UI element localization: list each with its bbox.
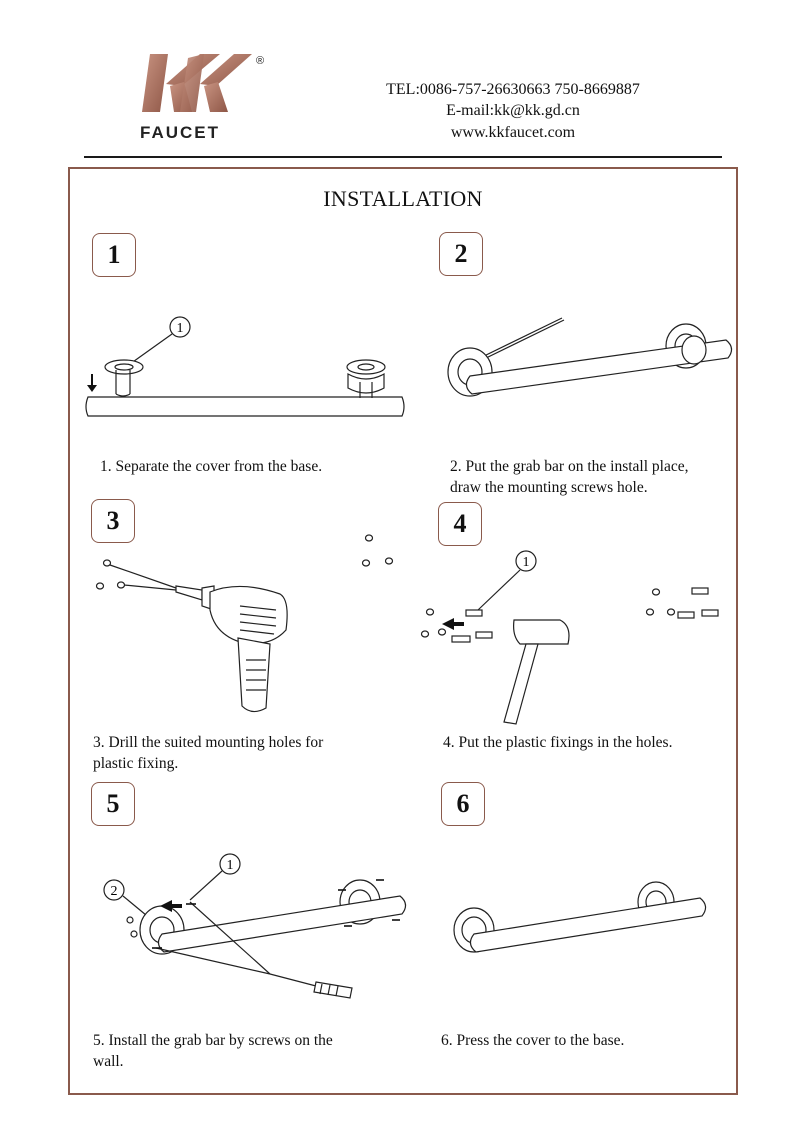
step-caption-5: 5. Install the grab bar by screws on the…	[93, 1032, 333, 1070]
step-caption-6: 6. Press the cover to the base.	[441, 1032, 625, 1049]
step-badge-6: 6	[441, 782, 485, 826]
step-badge-1: 1	[92, 233, 136, 277]
callout-1: 1	[177, 321, 184, 336]
callout-1: 1	[227, 858, 234, 873]
step-caption-4: 4. Put the plastic fixings in the holes.	[443, 734, 673, 751]
kk-faucet-logo: ® FAUCET	[140, 54, 264, 142]
illustration-hammer-fixings: 1	[420, 550, 719, 725]
contact-email: E-mail:kk@kk.gd.cn	[446, 102, 580, 119]
illustration-mark-holes	[447, 317, 733, 397]
illustration-press-cover	[453, 881, 707, 953]
logo-word: FAUCET	[140, 123, 220, 142]
contact-web: www.kkfaucet.com	[450, 124, 576, 141]
page-title: INSTALLATION	[323, 186, 483, 211]
callout-1: 1	[523, 555, 530, 570]
registered-mark: ®	[256, 55, 264, 67]
step-badge-2: 2	[439, 232, 483, 276]
illustration-drill	[95, 534, 394, 713]
step-caption-2: 2. Put the grab bar on the install place…	[450, 458, 689, 496]
contact-tel: TEL:0086-757-26630663 750-8669887	[386, 81, 640, 98]
step-caption-3: 3. Drill the suited mounting holes for p…	[93, 734, 324, 772]
callout-2: 2	[111, 884, 118, 899]
illustration-separate-cover: 1	[85, 316, 405, 417]
step-badge-5: 5	[91, 782, 135, 826]
content-frame	[68, 167, 738, 1095]
step-caption-1: 1. Separate the cover from the base.	[100, 458, 323, 475]
step-badge-4: 4	[438, 502, 482, 546]
header-rule	[84, 156, 722, 158]
illustration-screw-install: 1 2	[103, 853, 407, 999]
step-badge-3: 3	[91, 499, 135, 543]
